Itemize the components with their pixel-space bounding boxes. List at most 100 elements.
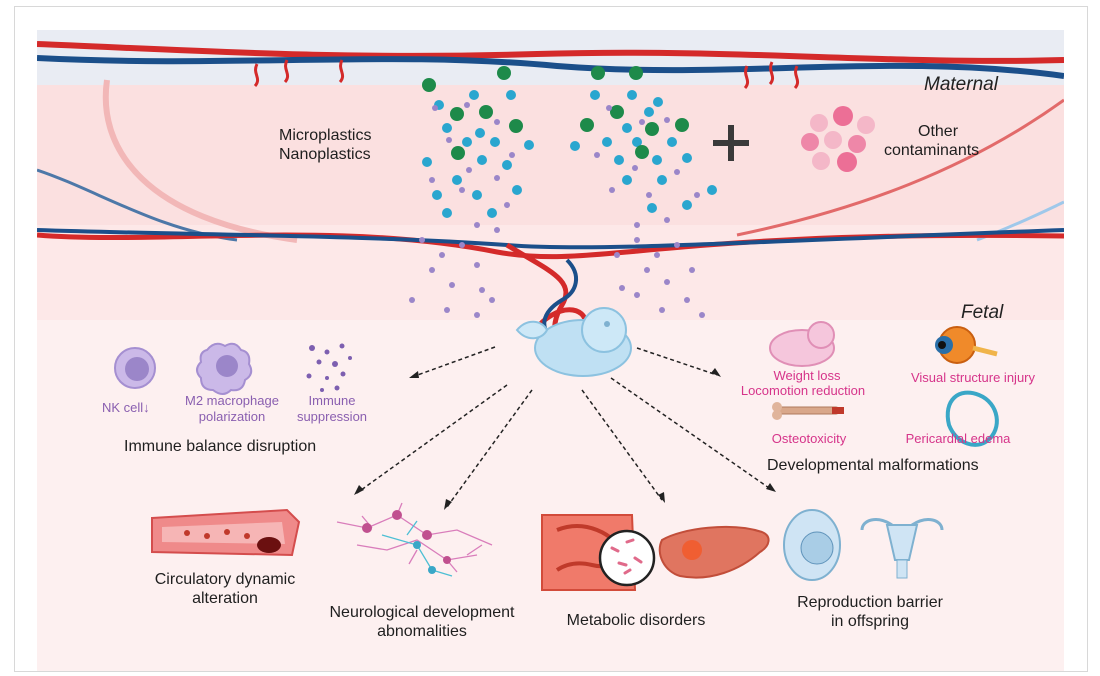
immune-suppression-dots xyxy=(306,343,352,392)
particle xyxy=(653,97,663,107)
suppression-label-line2: suppression xyxy=(296,409,368,424)
particle xyxy=(602,137,612,147)
neuro-label-line2: abnomalities xyxy=(377,623,467,640)
bone-icon xyxy=(772,402,844,420)
weight-loss-label: Weight loss xyxy=(773,368,841,383)
contaminant-cluster xyxy=(801,106,875,172)
locomotion-label: Locomotion reduction xyxy=(740,383,866,398)
dashed-arrows xyxy=(356,346,773,508)
particle xyxy=(590,90,600,100)
particle xyxy=(634,222,640,228)
blood-vessel-icon xyxy=(151,508,301,557)
particle xyxy=(442,123,452,133)
particle xyxy=(494,227,500,233)
particle xyxy=(490,137,500,147)
particle xyxy=(667,137,677,147)
visual-injury-label: Visual structure injury xyxy=(910,370,1036,385)
particle xyxy=(409,297,415,303)
particle xyxy=(707,185,717,195)
particle xyxy=(502,160,512,170)
particle xyxy=(570,141,580,151)
other-contaminants-line2: contaminants xyxy=(884,142,980,159)
developmental-title: Developmental malformations xyxy=(767,457,979,474)
particle xyxy=(474,312,480,318)
immune-title: Immune balance disruption xyxy=(124,438,317,455)
particle xyxy=(694,192,700,198)
particle xyxy=(609,187,615,193)
particle xyxy=(644,267,650,273)
particle xyxy=(689,267,695,273)
particle xyxy=(489,297,495,303)
particle xyxy=(442,208,452,218)
other-contaminants-line1: Other xyxy=(918,123,959,140)
eye-icon xyxy=(935,326,998,364)
particle xyxy=(429,177,435,183)
particle xyxy=(444,307,450,313)
particle xyxy=(635,145,649,159)
particle xyxy=(479,105,493,119)
particle xyxy=(632,165,638,171)
particle xyxy=(477,155,487,165)
particle xyxy=(524,140,534,150)
bacteria-magnifier-icon xyxy=(598,529,656,587)
particle xyxy=(664,117,670,123)
particle xyxy=(475,128,485,138)
particle xyxy=(634,292,640,298)
particle xyxy=(639,119,645,125)
particle xyxy=(432,105,438,111)
particle xyxy=(449,282,455,288)
plus-icon xyxy=(713,125,749,161)
uterus-icon xyxy=(860,518,944,579)
diagram-artwork xyxy=(37,30,1064,671)
particle xyxy=(614,155,624,165)
particle xyxy=(659,307,665,313)
particle xyxy=(459,187,465,193)
particle xyxy=(629,66,643,80)
particle xyxy=(497,66,511,80)
particle xyxy=(459,242,465,248)
particle xyxy=(674,169,680,175)
m2-label-line2: polarization xyxy=(198,409,266,424)
particle xyxy=(622,175,632,185)
particle xyxy=(591,66,605,80)
particle xyxy=(487,208,497,218)
heart-edema-icon xyxy=(945,390,999,447)
particle xyxy=(610,105,624,119)
maternal-label: Maternal xyxy=(924,74,998,95)
particle xyxy=(594,152,600,158)
particle xyxy=(622,123,632,133)
fetus-icon xyxy=(515,307,632,377)
circulatory-label-line1: Circulatory dynamic xyxy=(154,571,296,588)
uterine-artery-right xyxy=(736,98,1064,237)
pericardial-edema-label: Pericardial edema xyxy=(905,431,1011,446)
microplastics-label: Microplastics xyxy=(279,127,372,144)
plastic-particles xyxy=(409,66,717,318)
particle xyxy=(654,252,660,258)
particle xyxy=(509,119,523,133)
particle xyxy=(634,237,640,243)
particle xyxy=(647,203,657,213)
neuron-bodies xyxy=(362,510,451,574)
particle xyxy=(451,146,465,160)
fetal-label: Fetal xyxy=(961,302,1004,323)
neuro-label-line1: Neurological development xyxy=(329,604,515,621)
osteotoxicity-label: Osteotoxicity xyxy=(771,431,847,446)
particle xyxy=(580,118,594,132)
particle xyxy=(452,175,462,185)
particle xyxy=(506,90,516,100)
maternal-vein xyxy=(37,55,1064,79)
particle xyxy=(682,153,692,163)
particle xyxy=(645,122,659,136)
particle xyxy=(664,217,670,223)
m2-macrophage-icon xyxy=(196,342,253,395)
particle xyxy=(462,137,472,147)
particle xyxy=(646,192,652,198)
particle xyxy=(464,102,470,108)
particle xyxy=(474,222,480,228)
small-fetus-icon xyxy=(769,321,835,367)
particle xyxy=(614,252,620,258)
particle xyxy=(509,152,515,158)
particle xyxy=(474,262,480,268)
particle xyxy=(469,90,479,100)
particle xyxy=(446,137,452,143)
